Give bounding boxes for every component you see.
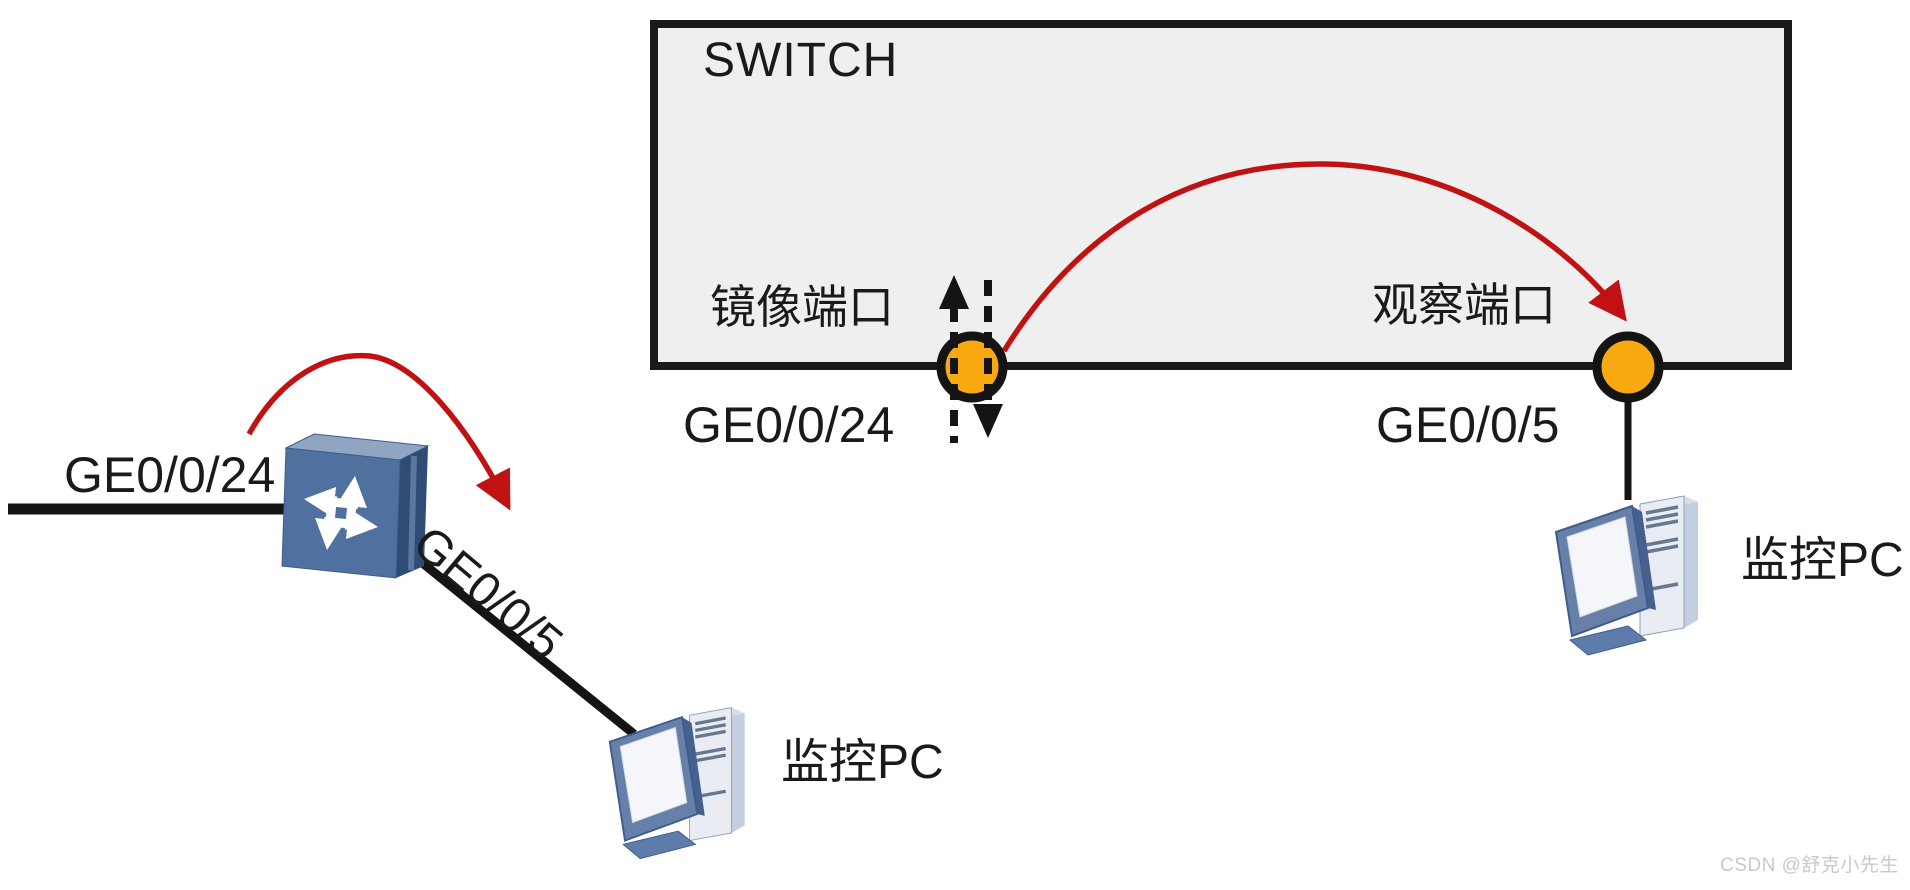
monitor-pc-right-label: 监控PC: [1741, 534, 1904, 587]
mirror-traffic-arrow: [1001, 161, 1627, 353]
monitor-pc-left-label: 监控PC: [781, 736, 944, 789]
edge-switch-icon: [281, 433, 430, 579]
observe-port-icon: [1592, 331, 1664, 403]
down-arrow-icon: [973, 404, 1003, 438]
edge-mirror-cable: [417, 557, 637, 738]
switch-side-highlight: [408, 455, 417, 571]
up-arrow-icon: [939, 275, 969, 309]
switch-arrows-icon: [304, 476, 378, 550]
edge-mirror-arrow: [246, 352, 511, 511]
observe-port-label: 观察端口: [1372, 279, 1556, 331]
mirror-port-label: 镜像端口: [710, 281, 894, 333]
uplink-interface-label: GE0/0/24: [64, 447, 276, 503]
switch-title: SWITCH: [703, 34, 899, 87]
mirror-port-interface: GE0/0/24: [683, 397, 895, 453]
observe-port-interface: GE0/0/5: [1376, 397, 1560, 453]
switch-front-face: [281, 447, 401, 579]
monitor-pc-right-icon: [1554, 494, 1700, 657]
watermark: CSDN @舒克小先生: [1720, 855, 1899, 876]
mirror-port-icon: [936, 331, 1008, 403]
switch-box: [650, 20, 1792, 370]
